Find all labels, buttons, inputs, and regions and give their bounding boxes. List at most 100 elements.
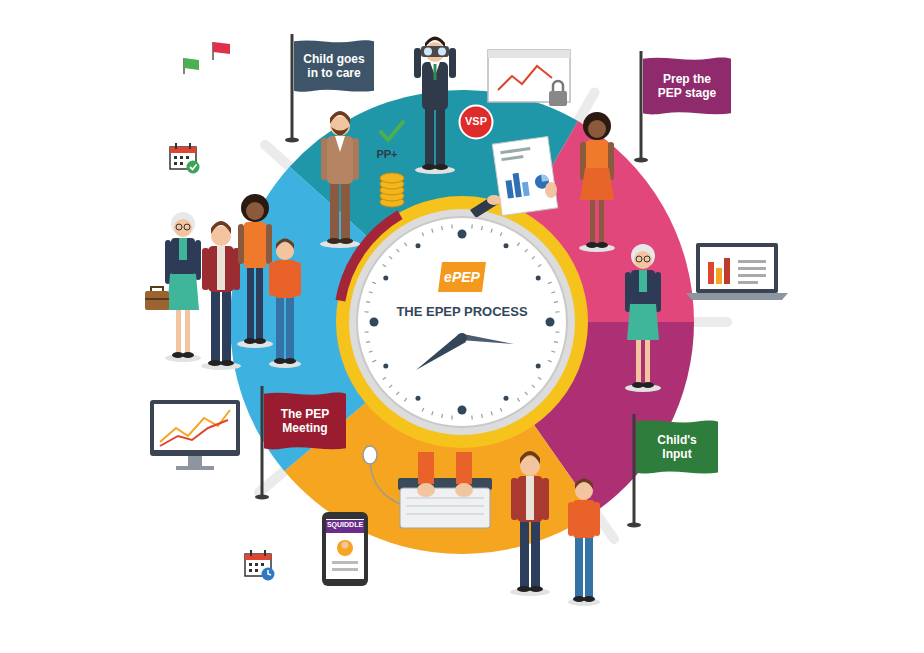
man-figure-part — [517, 586, 531, 592]
woman-figure — [237, 194, 273, 348]
boy-figure — [568, 479, 600, 607]
clock-face-shape-part — [532, 385, 535, 388]
document-icon-part-part — [541, 174, 549, 182]
woman-figure-part — [238, 224, 244, 264]
chart-window — [488, 50, 570, 106]
laptop-bottom-part — [406, 498, 484, 514]
clock-face-shape-part — [458, 230, 467, 239]
laptop-bottom-part — [456, 452, 472, 484]
man-figure-part — [335, 136, 345, 152]
clock-face-shape-part — [365, 311, 369, 313]
document-icon-part-part — [513, 173, 522, 198]
logo-badge-text: ePEP — [444, 269, 480, 286]
woman-figure-part — [241, 194, 269, 222]
chart-window-part — [498, 66, 552, 90]
man-binoculars-figure-part — [434, 64, 437, 80]
calendar-icon-part-part — [255, 569, 258, 572]
man-figure-part — [321, 138, 328, 180]
wheel-segments — [230, 90, 694, 554]
man-binoculars-figure-part — [438, 48, 446, 56]
stage-flag-shape-part — [636, 420, 718, 473]
old-woman-figure — [625, 244, 661, 392]
small-flags-part — [213, 42, 230, 54]
flag-poles-part — [261, 386, 264, 497]
woman-figure-part — [266, 224, 272, 264]
laptop-bottom-part — [455, 483, 473, 497]
old-woman-figure-part — [642, 382, 654, 388]
stage-flag-shape-part — [643, 58, 731, 115]
man-figure-part — [331, 127, 349, 136]
calendar-icon-part — [189, 143, 191, 149]
phone-icon-part — [332, 568, 358, 571]
phone-icon-part — [342, 542, 349, 549]
clock-face-shape-part — [383, 276, 388, 281]
clock-face-shape-part — [416, 334, 466, 370]
man-figure-part — [511, 478, 518, 520]
man-figure-part — [222, 290, 231, 362]
calendar-icon-part — [170, 147, 196, 153]
old-woman-figure-part — [174, 219, 192, 237]
woman-figure-part — [247, 266, 254, 340]
man-binoculars-figure-part — [434, 164, 448, 170]
calendar-icon-part-part — [180, 156, 183, 159]
document-icon-part — [487, 195, 501, 205]
woman-figure-part — [596, 242, 608, 248]
clock-face-shape-part — [432, 411, 433, 415]
clock-face-shape-part — [555, 311, 559, 313]
woman-figure-part — [599, 200, 604, 244]
clock-face-shape-part — [536, 364, 541, 369]
calendar-icon-part — [268, 570, 271, 575]
clock-face-shape-part — [383, 364, 388, 369]
flag-poles-part — [291, 34, 294, 140]
calendar-icon-part-part — [261, 563, 264, 566]
calendar-icon-part-part — [180, 162, 183, 165]
woman-figure-part — [583, 112, 611, 140]
stage-flag-content: Prep the PEP stage — [643, 55, 731, 117]
woman-figure-part — [256, 266, 263, 340]
man-figure-part — [202, 248, 209, 290]
monitor-left-part — [176, 466, 214, 470]
old-woman-figure-part — [645, 340, 650, 384]
man-figure-part — [327, 238, 341, 244]
man-figure-part — [520, 520, 529, 588]
clock-face-shape-part — [525, 392, 528, 395]
man-binoculars-figure-part — [425, 108, 434, 166]
calendar-icon-part-part — [174, 162, 177, 165]
pole-bases-part — [634, 158, 648, 163]
man-figure — [510, 451, 550, 596]
boy-figure — [269, 239, 301, 369]
calendar-icon-part — [187, 161, 200, 174]
clock-face-shape-part — [460, 334, 514, 344]
old-woman-figure-part — [171, 238, 195, 276]
stage-flag: Child's Input — [636, 418, 718, 476]
calendar-icon-part — [262, 568, 275, 581]
clock-face-shape-part — [383, 377, 386, 379]
clock-face-shape-part — [422, 232, 424, 236]
woman-figure-part — [588, 120, 606, 138]
stage-flag-shape-part — [264, 393, 346, 450]
clock-ring-part — [336, 196, 588, 448]
laptop-bottom-part-part — [406, 506, 484, 507]
document-icon-part-part — [522, 182, 530, 197]
clock-face-shape-part — [369, 351, 373, 352]
boy-figure-part — [583, 596, 595, 602]
boy-figure-part — [284, 358, 296, 364]
calendar-icon-part-part — [174, 156, 177, 159]
clock-face-shape-part — [538, 377, 541, 379]
clock-face-shape-part — [365, 331, 369, 333]
small-flags — [184, 42, 230, 74]
man-binoculars-figure-part — [422, 62, 448, 110]
monitor-left-part — [188, 456, 202, 466]
clock-face-shape-part — [471, 415, 473, 419]
clock-face-shape-part — [396, 392, 399, 395]
clock-face-shape-part — [500, 408, 502, 412]
woman-figure-part — [244, 222, 266, 268]
calendar-icon-part — [190, 165, 197, 170]
man-figure-part — [217, 246, 225, 290]
man-figure-part — [211, 221, 231, 234]
phone-icon-part — [322, 512, 368, 586]
boy-figure-part — [286, 296, 294, 360]
clock-face-shape-part — [491, 411, 492, 415]
clock-face-shape-part — [554, 301, 558, 303]
chart-window-part — [549, 91, 567, 106]
